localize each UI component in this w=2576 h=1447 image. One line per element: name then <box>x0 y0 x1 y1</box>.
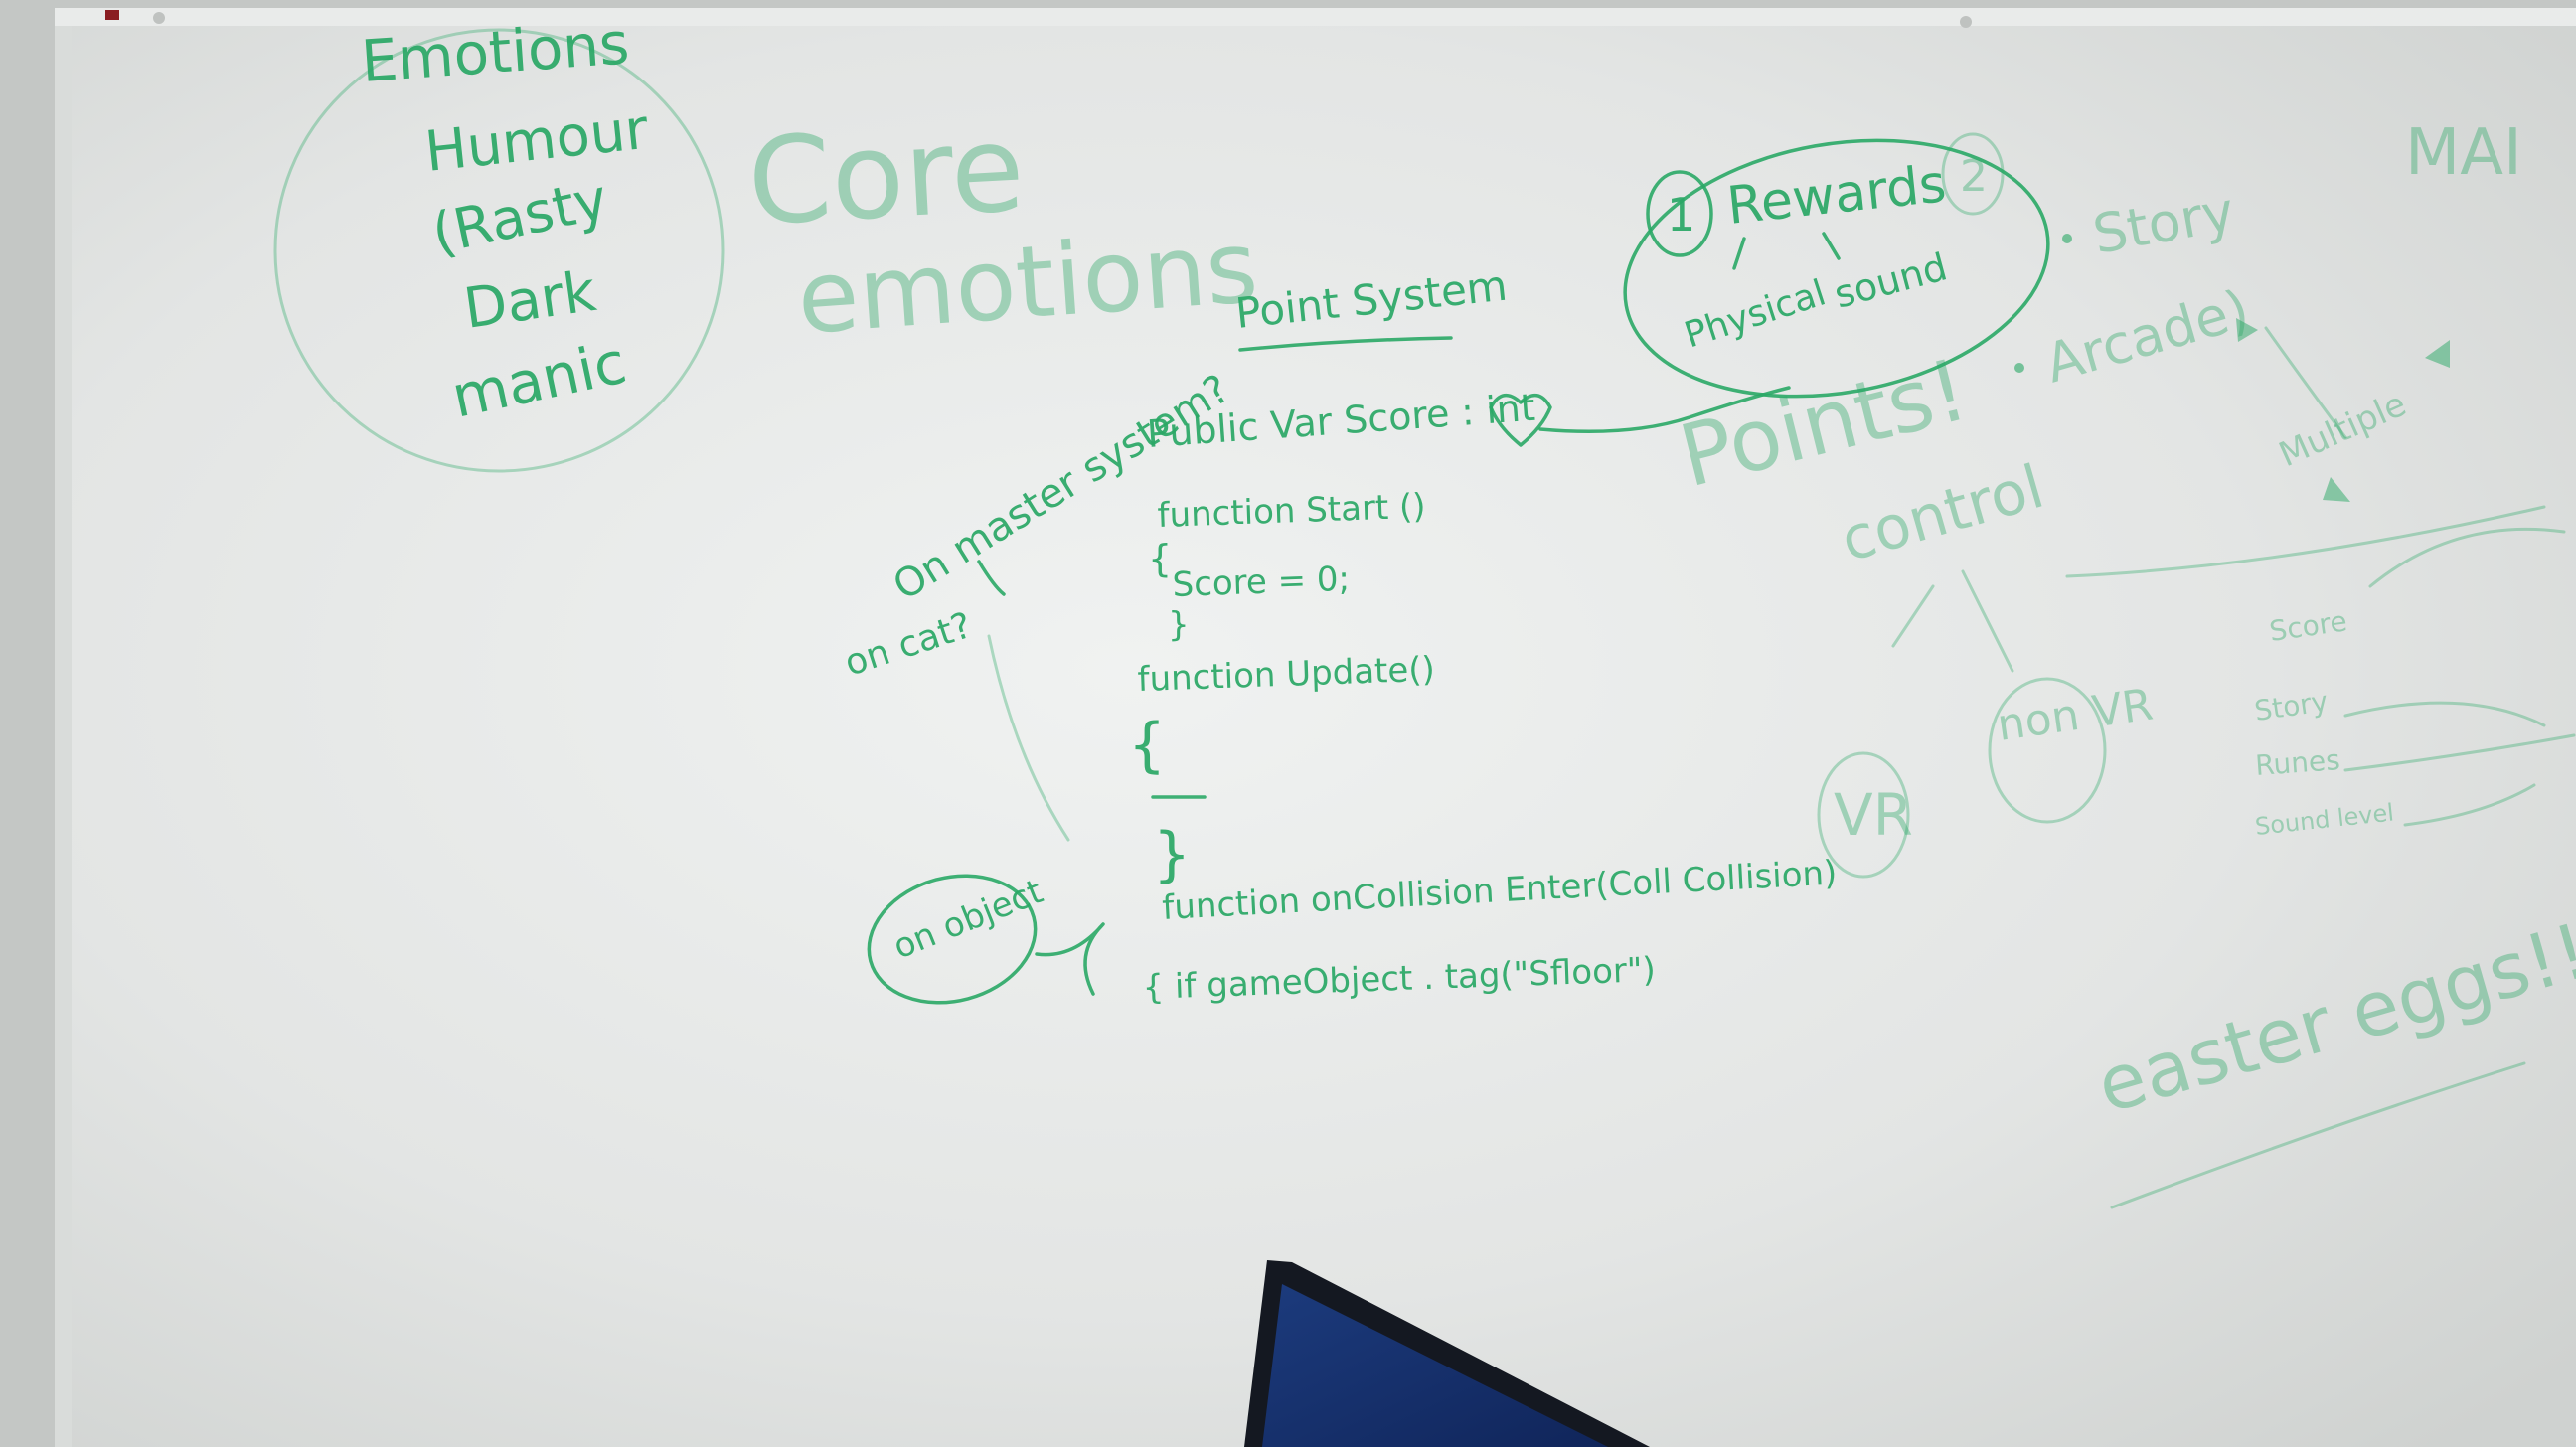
code-line: function Start () <box>1157 487 1426 536</box>
connector-line <box>2110 1061 2526 1209</box>
right-list-item: Runes <box>2254 743 2341 782</box>
number-one: 1 <box>1667 188 1695 241</box>
connector-line <box>1538 386 1791 434</box>
connector-line <box>977 560 1006 596</box>
rewards-circle <box>1623 138 2050 399</box>
code-line: { <box>1148 537 1172 580</box>
on-object-circle <box>867 874 1038 1005</box>
non-vr-circle <box>1988 677 2107 824</box>
connector-line <box>987 634 1070 842</box>
connector-line <box>1822 232 1841 260</box>
connector-line <box>2403 783 2536 827</box>
number-circle <box>1941 132 2005 216</box>
pin-icon <box>1960 16 1972 28</box>
connector-line <box>2065 505 2546 578</box>
code-line: } <box>1168 605 1190 645</box>
bullet-dot <box>2014 363 2024 373</box>
code-line: Score = 0; <box>1172 560 1351 605</box>
emotion-words: Emotions Humour (Rasty Dark manic <box>359 9 652 430</box>
heading-underline <box>1238 336 1453 352</box>
connector-line <box>1732 237 1746 270</box>
connector-line <box>2368 527 2566 588</box>
core-title: Core <box>744 100 1028 252</box>
code-line: { <box>1128 711 1166 780</box>
board-top-rail <box>55 8 2576 26</box>
whiteboard-surface <box>72 26 2576 1447</box>
connector-line <box>1891 584 1935 648</box>
connector-line <box>2343 701 2546 727</box>
arrow-icon <box>2425 340 2450 368</box>
arrow-icon <box>2323 477 2350 502</box>
heart-icon <box>1489 393 1552 447</box>
connector-line <box>1035 922 1105 996</box>
number-circle <box>1646 170 1713 257</box>
connector-line <box>2343 733 2576 772</box>
pin-icon <box>153 12 165 24</box>
emotions-circle <box>273 28 724 473</box>
connector-line <box>1961 569 2014 673</box>
magnet-icon <box>105 10 119 20</box>
vr-label: VR <box>1834 781 1913 849</box>
vr-circle <box>1817 751 1910 879</box>
arrow-icon <box>2236 318 2258 342</box>
bullet-dot <box>2062 234 2072 243</box>
number-two: 2 <box>1960 151 1988 202</box>
code-line: } <box>1153 820 1191 889</box>
top-right-text: MAI <box>2405 116 2522 190</box>
monitor-screen <box>1262 1284 1608 1447</box>
connector-line <box>2264 326 2347 439</box>
